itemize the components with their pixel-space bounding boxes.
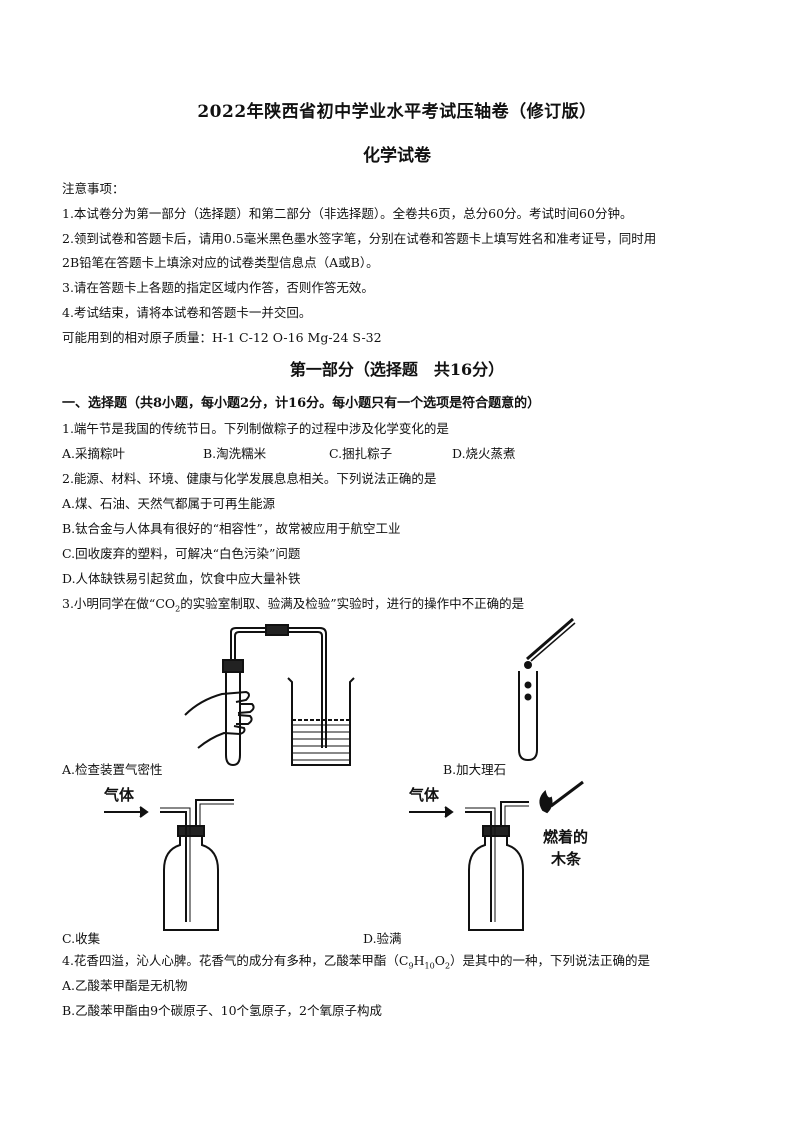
figure-airtightness-check xyxy=(184,624,355,767)
q4-option-b: B.乙酸苯甲酯由9个碳原子、10个氢原子，2个氧原子构成 xyxy=(62,1003,382,1018)
notes-heading: 注意事项： xyxy=(62,181,125,196)
flame xyxy=(539,790,553,814)
note-4: 4.考试结束，请将本试卷和答题卡一并交回。 xyxy=(62,305,312,320)
burning-label-1: 燃着的 xyxy=(543,828,588,846)
q4-sub-2: 10 xyxy=(424,961,435,971)
q3-option-d: D.验满 xyxy=(363,931,402,946)
note-2b: 2B铅笔在答题卡上填涂对应的试卷类型信息点（A或B）。 xyxy=(62,255,379,270)
figure-gas-collection: 气体 xyxy=(103,786,234,931)
note-2a: 2.领到试卷和答题卡后，请用0.5毫米黑色墨水签字笔，分别在试卷和答题卡上填写姓… xyxy=(62,231,657,246)
q2-option-d: D.人体缺铁易引起贫血，饮食中应大量补铁 xyxy=(62,571,301,586)
q1-option-d: D.烧火蒸煮 xyxy=(452,446,516,461)
note-3: 3.请在答题卡上各题的指定区域内作答，否则作答无效。 xyxy=(62,280,374,295)
marble-piece xyxy=(524,661,532,669)
q3-stem-part2: 的实验室制取、验满及检验”实验时，进行的操作中不正确的是 xyxy=(180,596,525,611)
figure-adding-marble xyxy=(518,617,576,762)
page-subtitle: 化学试卷 xyxy=(363,146,431,166)
q4-stem-part1: 4.花香四溢，沁人心脾。花香气的成分有多种，乙酸苯甲酯（C xyxy=(62,953,409,968)
page-title: 2022年陕西省初中学业水平考试压轴卷（修订版） xyxy=(197,102,597,122)
section-heading: 一、选择题（共8小题，每小题2分，计16分。每小题只有一个选项是符合题意的） xyxy=(62,396,541,411)
q4-sub-1: 9 xyxy=(408,961,414,971)
gas-bottle-shape xyxy=(163,835,219,931)
q3-option-c: C.收集 xyxy=(62,931,101,946)
q3-stem: 3.小明同学在做“CO2的实验室制取、验满及检验”实验时，进行的操作中不正确的是 xyxy=(62,593,524,614)
note-1: 1.本试卷分为第一部分（选择题）和第二部分（非选择题）。全卷共6页，总分60分。… xyxy=(62,206,633,221)
atomic-masses: 可能用到的相对原子质量：H-1 C-12 O-16 Mg-24 S-32 xyxy=(62,330,382,345)
q2-option-c: C.回收废弃的塑料，可解决“白色污染”问题 xyxy=(62,546,301,561)
beaker-shape xyxy=(287,677,355,766)
q4-sub-3: 2 xyxy=(444,961,451,971)
hand-outline xyxy=(184,690,255,749)
test-tube-shape xyxy=(225,670,241,767)
gas-label-c: 气体 xyxy=(103,786,135,804)
wooden-stick xyxy=(550,780,584,808)
rubber-joint xyxy=(265,624,289,636)
q1-option-c: C.捆扎粽子 xyxy=(329,446,393,461)
q3-option-a: A.检查装置气密性 xyxy=(62,762,163,777)
q3-stem-part1: 3.小明同学在做“CO xyxy=(62,596,176,611)
q4-stem-part2: ）是其中的一种，下列说法正确的是 xyxy=(450,953,651,968)
gas-bottle-d-shape xyxy=(468,835,524,931)
gas-label-d: 气体 xyxy=(408,786,440,804)
q2-option-a: A.煤、石油、天然气都属于可再生能源 xyxy=(62,496,276,511)
rubber-stopper xyxy=(222,659,244,673)
burning-label-2: 木条 xyxy=(550,850,582,868)
q3-option-b: B.加大理石 xyxy=(443,762,507,777)
q1-option-b: B.淘洗糯米 xyxy=(203,446,267,461)
q4-stem: 4.花香四溢，沁人心脾。花香气的成分有多种，乙酸苯甲酯（C9H10O2）是其中的… xyxy=(62,950,650,971)
q3-stem-sub: 2 xyxy=(175,604,181,614)
upright-test-tube xyxy=(518,671,538,762)
q4-mid-1: H xyxy=(413,953,425,968)
figure-verify-full: 气体 燃着的 木条 xyxy=(408,780,588,931)
part1-title: 第一部分（选择题 共16分） xyxy=(289,360,505,379)
q1-stem: 1.端午节是我国的传统节日。下列制做粽子的过程中涉及化学变化的是 xyxy=(62,421,449,436)
q2-option-b: B.钛合金与人体具有很好的“相容性”，故常被应用于航空工业 xyxy=(62,521,401,536)
q2-stem: 2.能源、材料、环境、健康与化学发展息息相关。下列说法正确的是 xyxy=(62,471,437,486)
q1-option-a: A.采摘粽叶 xyxy=(62,446,126,461)
q4-option-a: A.乙酸苯甲酯是无机物 xyxy=(62,978,188,993)
tweezers xyxy=(526,617,574,661)
q4-mid-2: O xyxy=(434,953,445,968)
